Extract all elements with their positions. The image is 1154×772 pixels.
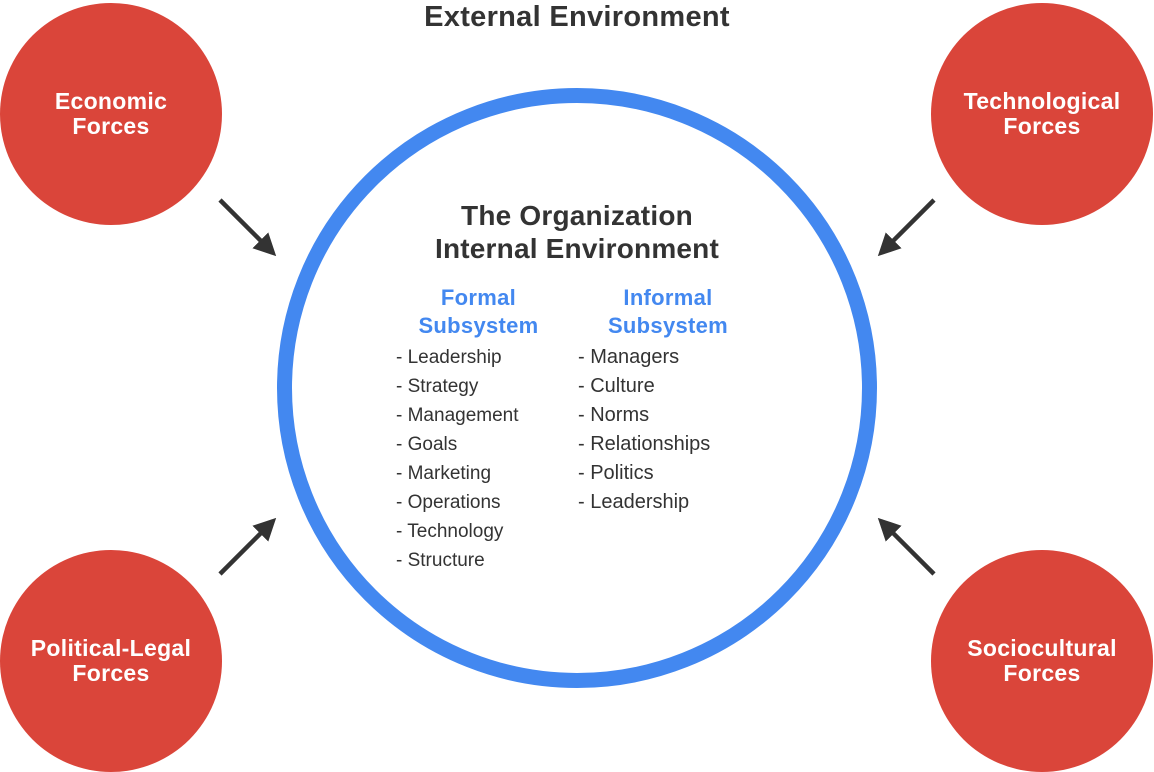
list-item: - Leadership bbox=[578, 491, 690, 513]
formal-subsystem-heading: Formal Subsystem bbox=[396, 284, 561, 340]
list-item: - Norms bbox=[578, 404, 650, 426]
organization-title: The Organization Internal Environment bbox=[377, 199, 777, 265]
informal-heading-line1: Informal bbox=[623, 285, 713, 310]
technological-forces-node: Technological Forces bbox=[931, 3, 1153, 225]
formal-subsystem-list: - Leadership - Strategy - Management - G… bbox=[396, 343, 561, 575]
list-item: - Operations bbox=[396, 492, 501, 513]
political-legal-arrow bbox=[218, 517, 277, 576]
economic-arrow bbox=[218, 198, 277, 257]
political-legal-forces-label-line2: Forces bbox=[72, 660, 150, 686]
formal-heading-line2: Subsystem bbox=[418, 313, 539, 338]
list-item: - Culture bbox=[578, 375, 655, 397]
list-item: - Structure bbox=[396, 550, 485, 571]
list-item: - Management bbox=[396, 405, 519, 426]
organization-title-line1: The Organization bbox=[461, 200, 693, 231]
economic-forces-node: Economic Forces bbox=[0, 3, 222, 225]
list-item: - Managers bbox=[578, 346, 680, 368]
sociocultural-forces-label-line1: Sociocultural bbox=[967, 635, 1117, 661]
informal-subsystem-list: - Managers - Culture - Norms - Relations… bbox=[578, 343, 758, 517]
list-item: - Technology bbox=[396, 521, 504, 542]
sociocultural-forces-label-line2: Forces bbox=[1003, 660, 1081, 686]
list-item: - Relationships bbox=[578, 433, 711, 455]
economic-forces-label-line2: Forces bbox=[72, 113, 150, 139]
organization-title-line2: Internal Environment bbox=[434, 233, 720, 264]
technological-forces-label-line1: Technological bbox=[963, 88, 1121, 114]
informal-subsystem-heading: Informal Subsystem bbox=[578, 284, 758, 340]
list-item: - Leadership bbox=[396, 347, 502, 368]
formal-heading-line1: Formal bbox=[440, 285, 517, 310]
technological-arrow bbox=[877, 198, 936, 257]
political-legal-forces-label-line1: Political-Legal bbox=[30, 635, 192, 661]
list-item: - Politics bbox=[578, 462, 654, 484]
sociocultural-arrow bbox=[877, 517, 936, 576]
external-environment-title: External Environment bbox=[424, 1, 730, 33]
political-legal-forces-node: Political-Legal Forces bbox=[0, 550, 222, 772]
sociocultural-forces-node: Sociocultural Forces bbox=[931, 550, 1153, 772]
list-item: - Strategy bbox=[396, 376, 479, 397]
informal-heading-line2: Subsystem bbox=[607, 313, 729, 338]
economic-forces-label-line1: Economic bbox=[54, 88, 168, 114]
technological-forces-label-line2: Forces bbox=[1003, 113, 1081, 139]
list-item: - Goals bbox=[396, 434, 458, 455]
informal-subsystem-column: Informal Subsystem - Managers - Culture … bbox=[578, 284, 758, 517]
list-item: - Marketing bbox=[396, 463, 492, 484]
formal-subsystem-column: Formal Subsystem - Leadership - Strategy… bbox=[396, 284, 561, 575]
